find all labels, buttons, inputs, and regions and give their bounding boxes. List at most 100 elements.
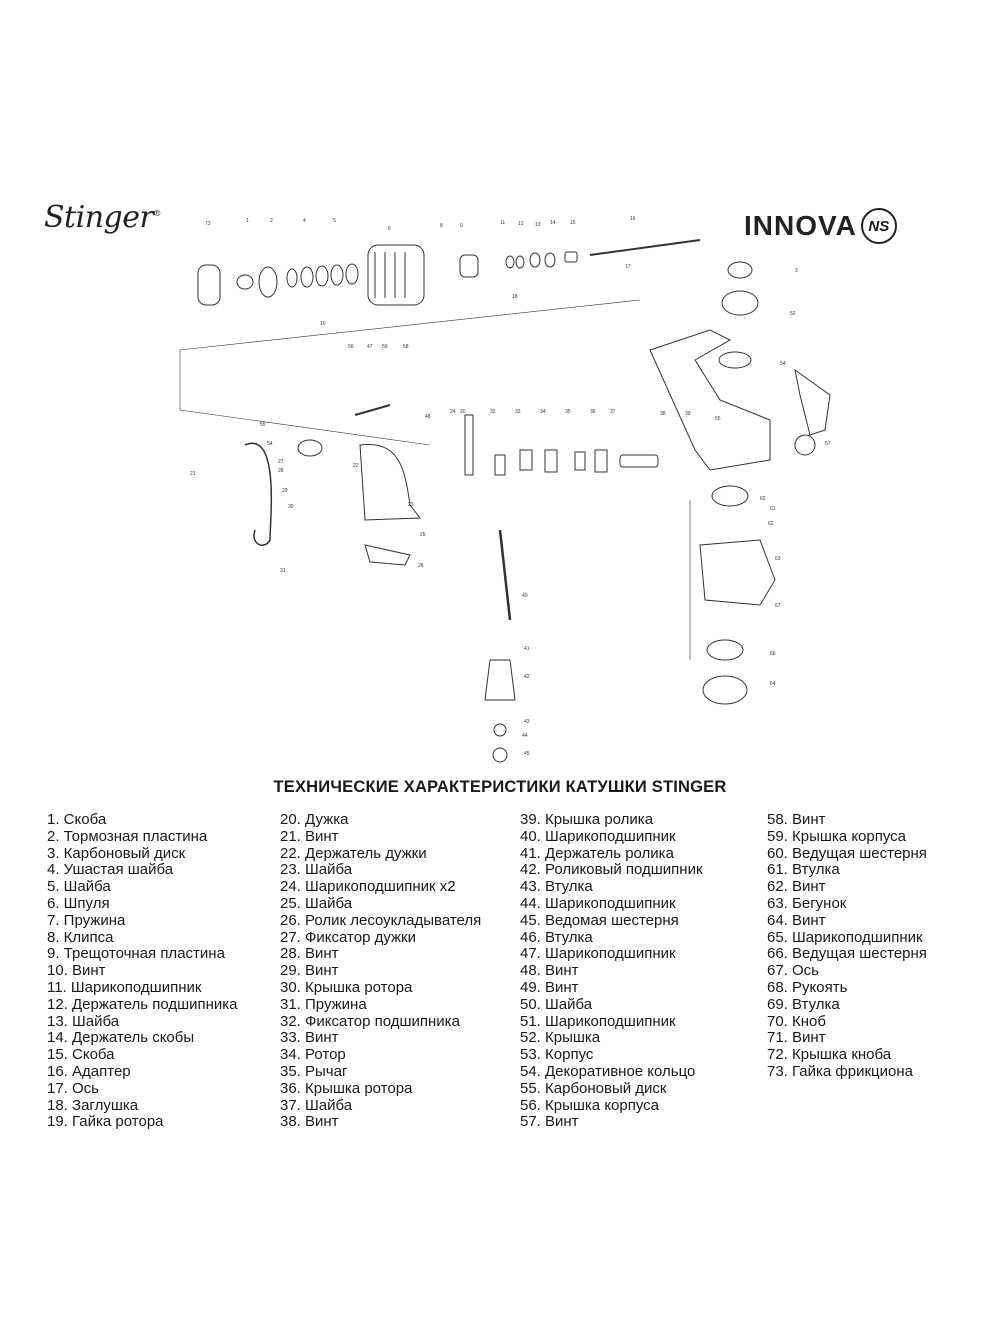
parts-list-item: 55. Карбоновый диск: [520, 1079, 667, 1097]
parts-list-item: 22. Держатель дужки: [280, 844, 427, 862]
ns-logo-badge: NS: [860, 208, 897, 244]
parts-list-item: 31. Пружина: [280, 995, 367, 1013]
callout-label: 38: [660, 411, 666, 417]
parts-list-item: 35. Рычаг: [280, 1062, 348, 1080]
callout-label: 33: [515, 409, 521, 415]
callout-label: 24: [450, 409, 456, 415]
callout-label: 34: [540, 409, 546, 415]
callout-label: 15: [570, 220, 576, 226]
washer-part: [286, 268, 298, 288]
parts-list-item: 4. Ушастая шайба: [47, 861, 174, 879]
parts-list-item: 30. Крышка ротора: [280, 978, 413, 996]
callout-label: 47: [367, 344, 373, 350]
parts-list-item: 46. Втулка: [520, 928, 593, 946]
innova-wordmark: INNOVA: [744, 210, 857, 241]
parts-list-item: 10. Винт: [47, 962, 106, 980]
callout-label: 55: [715, 416, 721, 422]
handle-arm-part: [498, 529, 512, 621]
parts-list-item: 58. Винт: [767, 811, 826, 828]
parts-list-item: 63. Бегунок: [767, 894, 847, 912]
handle-knob-part: [484, 659, 516, 701]
washer-part: [330, 264, 344, 286]
callout-label: 66: [770, 651, 776, 657]
callout-label: 2: [270, 218, 273, 224]
parts-list-item: 8. Клипса: [47, 928, 114, 946]
callout-label: 39: [685, 411, 691, 417]
callout-label: 18: [512, 294, 518, 300]
parts-list-item: 66. Ведущая шестерня: [767, 945, 927, 963]
parts-list-item: 44. Шарикоподшипник: [520, 894, 676, 912]
main-shaft-part: [589, 239, 701, 256]
parts-list-item: 27. Фиксатор дужки: [280, 928, 416, 946]
parts-list-item: 61. Втулка: [767, 861, 840, 879]
callout-label: 9: [460, 223, 463, 229]
page-title: ТЕХНИЧЕСКИЕ ХАРАКТЕРИСТИКИ КАТУШКИ STING…: [273, 778, 727, 796]
parts-list-item: 65. Шарикоподшипник: [767, 928, 923, 946]
callout-label: 3: [795, 268, 798, 274]
callout-label: 64: [770, 681, 776, 687]
callout-label: 59: [382, 344, 388, 350]
callout-label: 13: [535, 222, 541, 228]
parts-list-item: 9. Трещоточная пластина: [47, 945, 225, 963]
parts-list-item: 64. Винт: [767, 911, 826, 929]
parts-list-item: 3. Карбоновый диск: [47, 844, 186, 862]
washer-part: [315, 265, 329, 287]
callout-label: 57: [825, 441, 831, 447]
callout-label: 43: [524, 719, 530, 725]
callout-label: 37: [610, 409, 616, 415]
side-cover-part: [699, 539, 776, 606]
parts-list-item: 25. Шайба: [280, 894, 353, 912]
parts-list-item: 56. Крышка корпуса: [520, 1096, 660, 1114]
parts-list-item: 60. Ведущая шестерня: [767, 844, 927, 862]
parts-list-item: 29. Винт: [280, 962, 339, 980]
parts-list-item: 71. Винт: [767, 1029, 826, 1047]
parts-list-item: 6. Шпуля: [47, 894, 110, 912]
parts-list-item: 57. Винт: [520, 1113, 579, 1131]
parts-list-item: 26. Ролик лесоукладывателя: [280, 911, 482, 929]
callout-label: 28: [278, 468, 284, 474]
parts-list-item: 11. Шарикоподшипник: [47, 978, 202, 996]
callout-label: 27: [278, 459, 284, 465]
callout-label: 8: [440, 223, 443, 229]
callout-label: 36: [590, 409, 596, 415]
callout-label: 4: [303, 218, 306, 224]
parts-list-item: 20. Дужка: [280, 811, 349, 828]
parts-list-item: 37. Шайба: [280, 1096, 353, 1114]
parts-list-item: 12. Держатель подшипника: [47, 995, 238, 1013]
parts-list-item: 18. Заглушка: [47, 1096, 139, 1114]
callout-label: 62: [768, 521, 774, 527]
callout-label: 60: [760, 496, 766, 502]
parts-list-item: 34. Ротор: [280, 1046, 346, 1064]
callout-label: 61: [770, 506, 776, 512]
parts-list-item: 69. Втулка: [767, 995, 840, 1013]
callout-label: 30: [288, 504, 294, 510]
parts-list-item: 45. Ведомая шестерня: [520, 911, 679, 929]
stinger-logo: Stinger®: [44, 200, 161, 235]
parts-list-item: 72. Крышка кноба: [767, 1046, 892, 1064]
bearing-holder-part: [459, 254, 479, 278]
callout-label: 67: [775, 603, 781, 609]
parts-list-column-2: 20. Дужка 21. Винт 22. Держатель дужки 2…: [280, 811, 482, 1131]
bail-arm-part: [244, 442, 273, 546]
callout-label: 22: [353, 463, 359, 469]
parts-list-item: 39. Крышка ролика: [520, 811, 654, 828]
callout-label: 6: [388, 226, 391, 232]
callout-label: 11: [500, 220, 505, 226]
parts-list-item: 15. Скоба: [47, 1046, 115, 1064]
parts-list-item: 17. Ось: [47, 1079, 100, 1097]
callout-label: 41: [524, 646, 530, 652]
bearing-part: [258, 266, 278, 298]
callout-label: 25: [420, 532, 426, 538]
parts-list-item: 68. Рукоять: [767, 978, 848, 996]
callout-label: 55: [260, 422, 266, 428]
callout-label: 14: [550, 220, 556, 226]
innova-logo: INNOVA NS: [744, 208, 897, 244]
callout-label: 58: [403, 344, 409, 350]
callout-label: 1: [246, 218, 249, 224]
parts-list-item: 7. Пружина: [47, 911, 126, 929]
parts-list-item: 54. Декоративное кольцо: [520, 1062, 696, 1080]
callout-label: 63: [775, 556, 781, 562]
parts-list-item: 36. Крышка ротора: [280, 1079, 413, 1097]
parts-list-item: 53. Корпус: [520, 1046, 594, 1064]
